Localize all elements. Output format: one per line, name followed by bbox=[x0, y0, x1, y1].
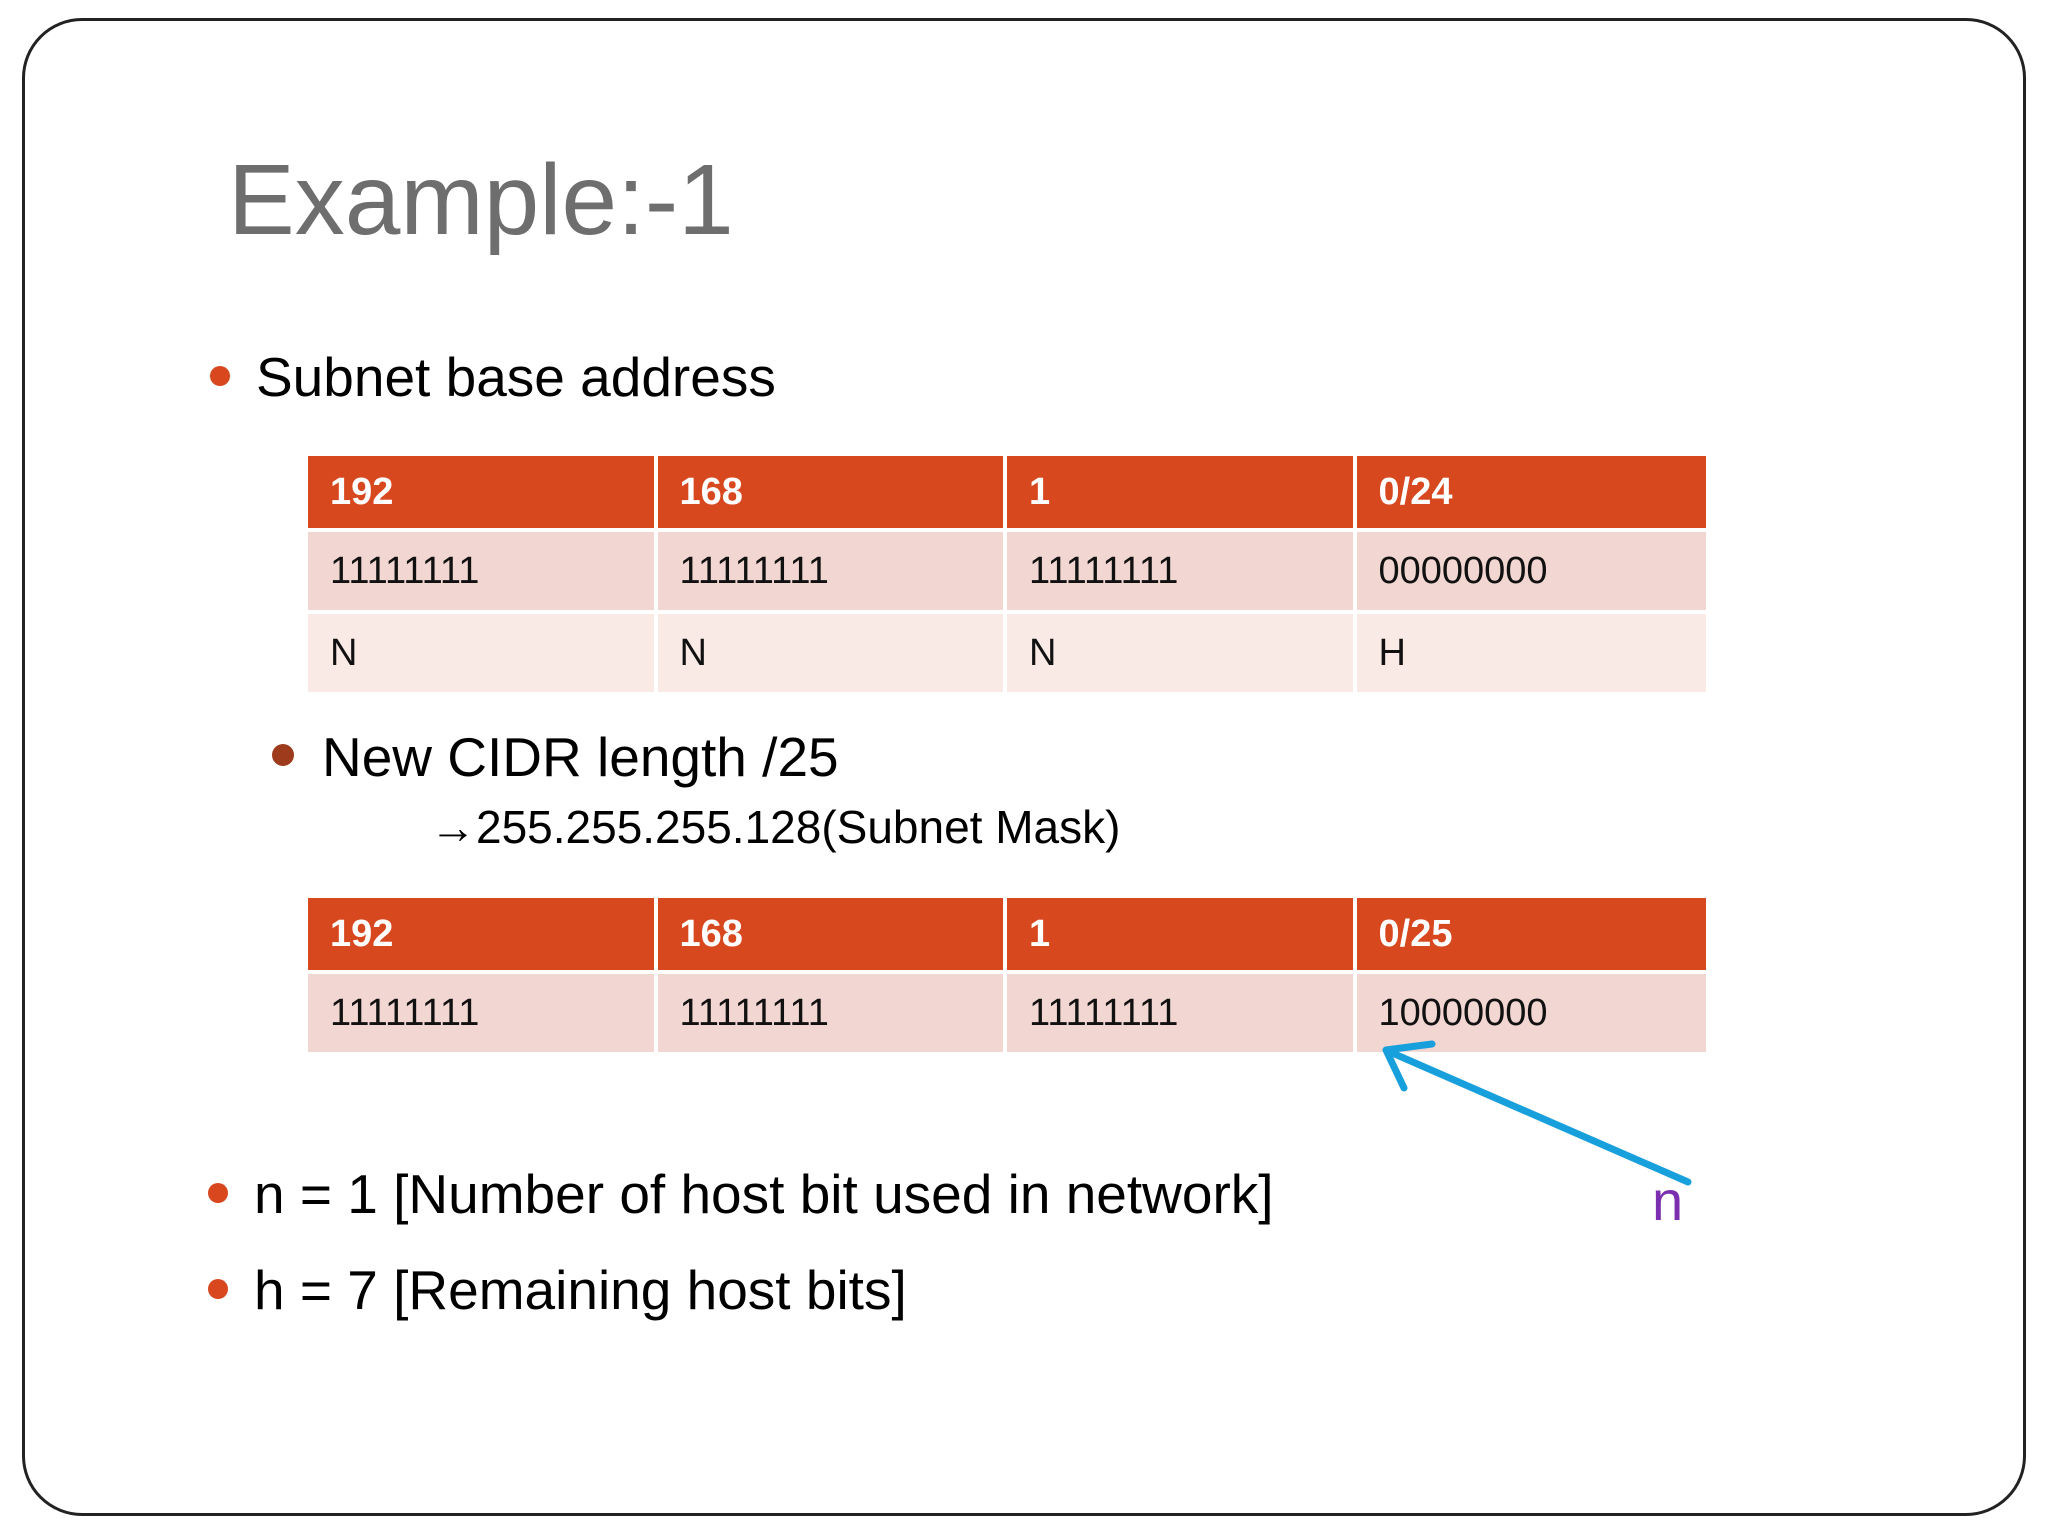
table-2-header-cell-0: 192 bbox=[308, 898, 658, 970]
bullet-label-subnet-base-address: Subnet base address bbox=[256, 346, 776, 408]
table-header-row: 192 168 1 0/25 bbox=[308, 898, 1706, 970]
table-2-cell-0-0: 11111111 bbox=[308, 970, 658, 1052]
arrow-up-left-icon bbox=[1382, 1040, 1692, 1186]
table-1-cell-1-2: N bbox=[1007, 610, 1357, 692]
table-1-cell-1-0: N bbox=[308, 610, 658, 692]
table-2-header-cell-3: 0/25 bbox=[1356, 898, 1706, 970]
table-1-header-cell-3: 0/24 bbox=[1356, 456, 1706, 528]
table-1-cell-0-3: 00000000 bbox=[1356, 528, 1706, 610]
table-2-header-cell-2: 1 bbox=[1007, 898, 1357, 970]
bullet-label-new-cidr-length: New CIDR length /25 bbox=[322, 726, 839, 788]
bullet-n-value: n = 1 [Number of host bit used in networ… bbox=[208, 1162, 1274, 1226]
annotation-label-n: n bbox=[1652, 1169, 1684, 1232]
bullet-new-cidr-length: New CIDR length /25 bbox=[272, 725, 839, 789]
table-row: N N N H bbox=[308, 610, 1706, 692]
table-1-cell-0-1: 11111111 bbox=[657, 528, 1007, 610]
page-title: Example:-1 bbox=[228, 144, 734, 256]
table-2-cell-0-2: 11111111 bbox=[1007, 970, 1357, 1052]
table-row: 11111111 11111111 11111111 00000000 bbox=[308, 528, 1706, 610]
subnet-mask-line: →255.255.255.128(Subnet Mask) bbox=[430, 801, 1121, 853]
table-2-header-cell-1: 168 bbox=[657, 898, 1007, 970]
table-new-subnet: 192 168 1 0/25 11111111 11111111 1111111… bbox=[308, 898, 1706, 1052]
bullet-h-value: h = 7 [Remaining host bits] bbox=[208, 1258, 907, 1322]
bullet-dot-icon bbox=[208, 1183, 228, 1203]
table-1-cell-0-2: 11111111 bbox=[1007, 528, 1357, 610]
table-row: 11111111 11111111 11111111 10000000 bbox=[308, 970, 1706, 1052]
bullet-dot-icon bbox=[210, 366, 230, 386]
table-2-cell-0-1: 11111111 bbox=[657, 970, 1007, 1052]
table-header-row: 192 168 1 0/24 bbox=[308, 456, 1706, 528]
bullet-label-h-value: h = 7 [Remaining host bits] bbox=[254, 1259, 907, 1321]
bullet-dot-icon bbox=[208, 1279, 228, 1299]
table-1-header-cell-2: 1 bbox=[1007, 456, 1357, 528]
bullet-dot-icon bbox=[272, 744, 294, 766]
bullet-subnet-base-address: Subnet base address bbox=[210, 345, 776, 409]
bullet-label-n-value: n = 1 [Number of host bit used in networ… bbox=[254, 1163, 1274, 1225]
table-1-header-cell-1: 168 bbox=[657, 456, 1007, 528]
table-1-cell-1-3: H bbox=[1356, 610, 1706, 692]
table-base-address: 192 168 1 0/24 11111111 11111111 1111111… bbox=[308, 456, 1706, 692]
table-1-cell-1-1: N bbox=[657, 610, 1007, 692]
table-1-header-cell-0: 192 bbox=[308, 456, 658, 528]
table-2-cell-0-3: 10000000 bbox=[1356, 970, 1706, 1052]
table-1-cell-0-0: 11111111 bbox=[308, 528, 658, 610]
